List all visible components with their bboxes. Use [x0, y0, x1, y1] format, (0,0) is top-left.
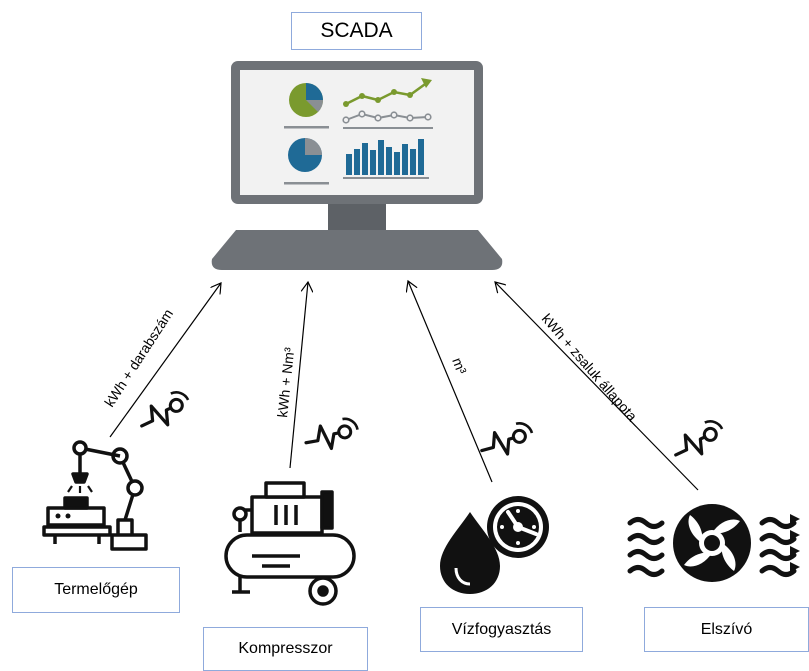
scada-label-text: SCADA — [320, 19, 393, 42]
link-label-kompresszor: kWh + Nm³ — [274, 346, 297, 418]
device-label-vizfogyasztas: Vízfogyasztás — [420, 607, 583, 652]
scada-label: SCADA — [291, 12, 422, 50]
robot-arm-icon — [42, 440, 148, 551]
wireless-signal-icon — [475, 418, 538, 462]
screen-pie-chart-green — [289, 83, 323, 117]
arrow-vizfogyasztas — [408, 281, 493, 483]
air-compressor-icon — [224, 481, 356, 606]
screen-bar-chart — [343, 139, 429, 179]
wireless-signal-icon — [666, 415, 730, 466]
monitor-neck — [328, 204, 386, 230]
wireless-signal-icon — [301, 415, 362, 455]
monitor-screen — [240, 70, 474, 195]
screen-line-chart — [342, 78, 433, 129]
device-label-text: Vízfogyasztás — [451, 620, 552, 638]
device-label-kompresszor: Kompresszor — [203, 627, 368, 671]
water-meter-icon — [440, 496, 549, 594]
exhaust-fan-icon — [627, 504, 800, 582]
monitor-base — [211, 230, 503, 270]
screen-pie-chart-blue — [288, 138, 322, 172]
arrow-termelogep — [109, 283, 221, 438]
link-label-vizfogyasztas: m³ — [449, 355, 470, 376]
device-label-termelogep: Termelőgép — [12, 567, 180, 613]
device-label-elszivo: Elszívó — [644, 607, 809, 652]
arrow-kompresszor — [289, 282, 308, 469]
device-label-text: Elszívó — [700, 620, 753, 638]
arrow-elszivo — [495, 282, 699, 491]
device-label-text: Kompresszor — [238, 640, 333, 657]
device-label-text: Termelőgép — [54, 581, 138, 598]
link-label-termelogep: kWh + darabszám — [101, 306, 176, 410]
wireless-signal-icon — [132, 386, 196, 437]
scada-monitor-icon — [211, 61, 503, 270]
link-label-elszivo: kWh + zsaluk állapota — [539, 310, 641, 424]
